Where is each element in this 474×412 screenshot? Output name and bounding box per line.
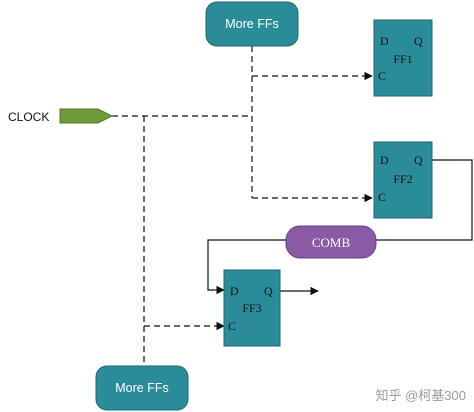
data-wires [207,159,473,296]
comb-block: COMB [285,225,377,259]
ff2-q-to-comb [376,159,473,241]
watermark: 知乎 @柯基300 [376,388,467,403]
clock-tag-shape [59,108,114,124]
ff2-q-pin: Q [414,153,423,167]
clock-wires [112,46,373,366]
ff3-c-pin: C [228,319,236,333]
ff1-d-pin: D [380,34,389,48]
ff1-c-pin: C [378,69,386,83]
ff3-name: FF3 [242,301,261,315]
ff2-name: FF2 [393,172,412,186]
ff1-name: FF1 [393,52,412,66]
comb-label: COMB [312,235,351,250]
ff1-q-pin: Q [414,34,423,48]
clock-source: CLOCK [8,108,114,124]
more-ffs-bottom-label: More FFs [115,381,168,395]
ff1-block: D Q FF1 C [373,19,433,97]
ff3-q-pin: Q [264,284,273,298]
ff2-c-pin: C [378,190,386,204]
more-ffs-bottom-box: More FFs [95,365,189,411]
clock-label: CLOCK [8,110,49,124]
more-ffs-top-box: More FFs [205,1,299,47]
ff2-block: D Q FF2 C [373,141,433,219]
ff3-block: D Q FF3 C [223,269,281,347]
comb-to-ff3-d [207,239,286,295]
ff3-d-pin: D [230,284,239,298]
ff2-d-pin: D [380,153,389,167]
more-ffs-top-label: More FFs [225,17,278,31]
